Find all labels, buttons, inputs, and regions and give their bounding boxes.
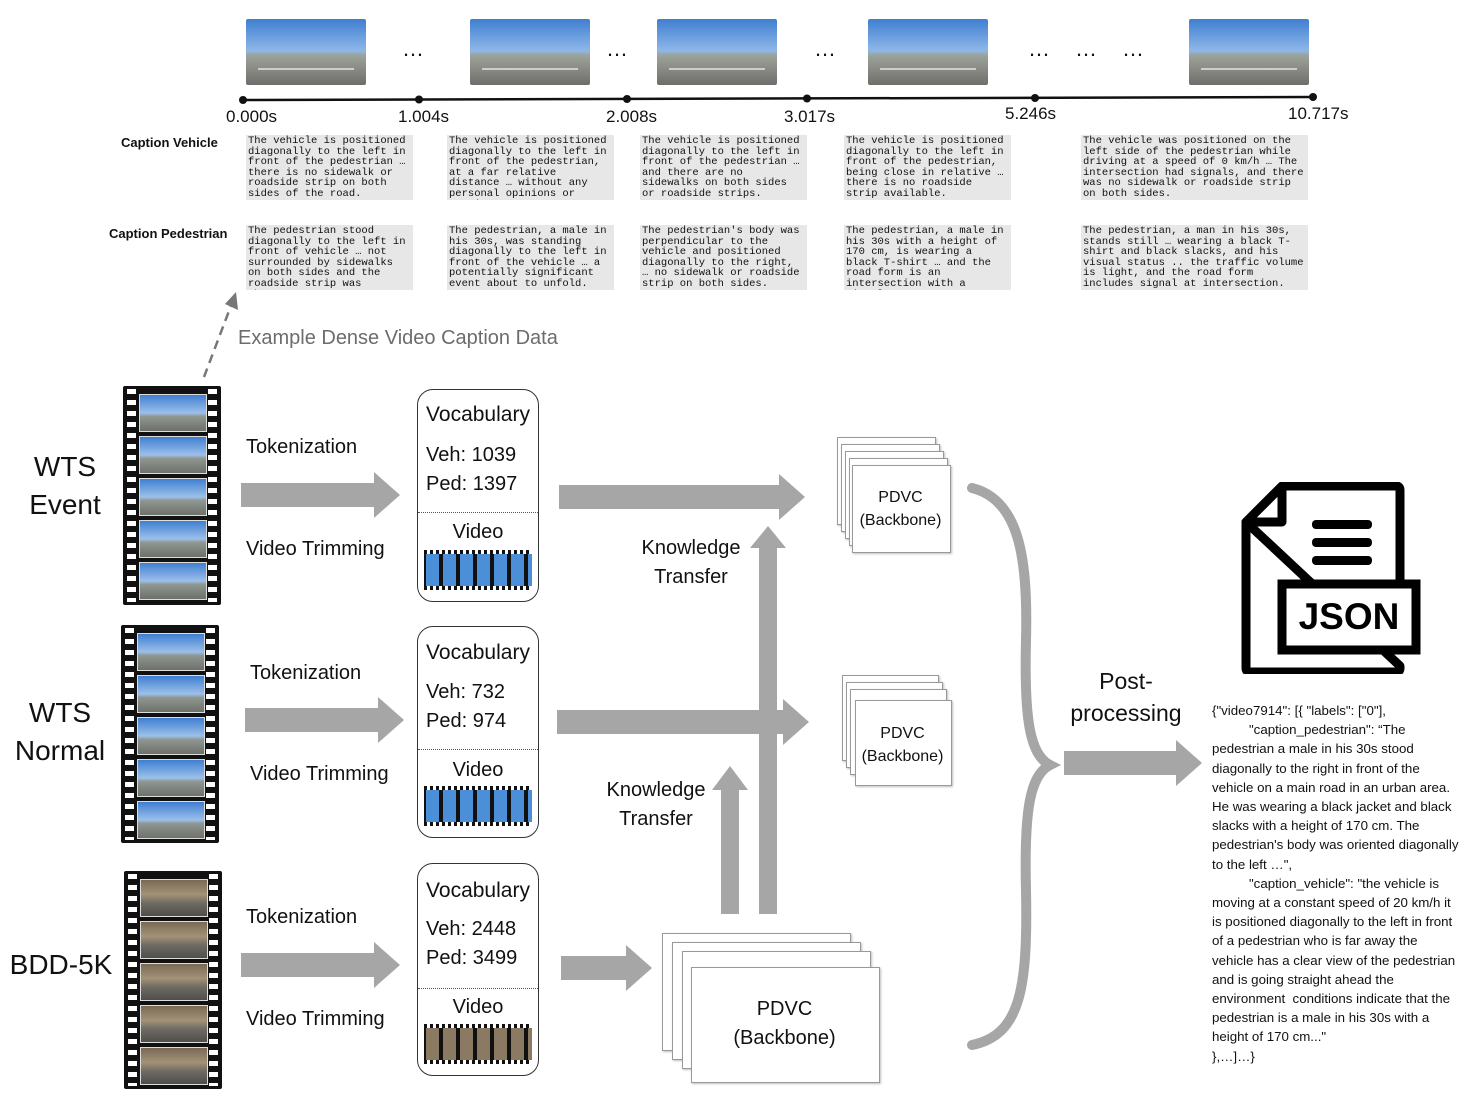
tokenization-label: Tokenization — [246, 906, 358, 928]
backbone-subtitle: (Backbone) — [859, 512, 942, 529]
video-trimming-label: Video Trimming — [250, 763, 389, 785]
tokenization-label: Tokenization — [250, 662, 362, 684]
video-title: Video — [452, 521, 504, 543]
vocabulary-title: Vocabulary — [426, 641, 530, 664]
tokenization-label: Tokenization — [246, 436, 358, 458]
video-filmstrip — [124, 871, 222, 1089]
caption-vehicle-label: Caption Vehicle — [121, 135, 218, 150]
timestamp-label: 5.246s — [1005, 104, 1057, 123]
ellipsis: … — [814, 36, 837, 61]
video-frame-thumbnail — [246, 19, 366, 85]
json-file-icon: JSON — [1241, 482, 1421, 674]
dataset-name-line: Normal — [14, 735, 106, 766]
example-caption-label: Example Dense Video Caption Data — [238, 327, 558, 349]
backbone-subtitle: (Backbone) — [861, 748, 944, 765]
caption-pedestrian-text: The pedestrian, a male in his 30s with a… — [844, 225, 1011, 290]
dataset-label: WTS Normal — [10, 694, 110, 770]
vocabulary-title: Vocabulary — [426, 879, 530, 902]
caption-vehicle-text: The vehicle is positioned diagonally to … — [844, 135, 1011, 200]
ellipsis: … — [1075, 36, 1098, 61]
vehicle-vocab-count: Veh: 732 — [426, 681, 505, 703]
vocabulary-title: Vocabulary — [426, 403, 530, 426]
timestamp-label: 0.000s — [226, 107, 278, 126]
video-filmstrip — [123, 386, 221, 605]
dataset-name-line: WTS — [33, 451, 97, 482]
video-trimming-label: Video Trimming — [246, 538, 385, 560]
caption-vehicle-text: The vehicle is positioned diagonally to … — [246, 135, 413, 200]
dashed-pointer-arrow — [202, 292, 238, 378]
post-processing-label: Post- processing — [1060, 665, 1192, 729]
caption-pedestrian-text: The pedestrian, a male in his 30s, was s… — [447, 225, 614, 290]
knowledge-transfer-line: Transfer — [654, 566, 728, 588]
backbone-name: PDVC — [880, 725, 925, 742]
caption-pedestrian-text: The pedestrian's body was perpendicular … — [640, 225, 807, 290]
video-strip — [424, 550, 532, 590]
video-title: Video — [452, 759, 504, 781]
timeline-axis — [239, 93, 1317, 104]
caption-pedestrian-text: The pedestrian stood diagonally to the l… — [246, 225, 413, 290]
pedestrian-vocab-count: Ped: 1397 — [426, 473, 518, 495]
caption-pedestrian-text: The pedestrian, a man in his 30s, stands… — [1081, 225, 1308, 290]
video-frame-thumbnail — [1189, 19, 1309, 85]
caption-pedestrian-label: Caption Pedestrian — [109, 226, 228, 241]
pdvc-backbone-label: PDVC (Backbone) — [855, 722, 950, 768]
timestamp-label: 10.717s — [1288, 104, 1349, 123]
knowledge-transfer-label: Knowledge Transfer — [631, 534, 751, 592]
caption-vehicle-text: The vehicle was positioned on the left s… — [1081, 135, 1308, 200]
ellipsis: … — [606, 36, 629, 61]
vehicle-vocab-count: Veh: 1039 — [426, 444, 517, 466]
timestamp-label: 1.004s — [398, 107, 450, 126]
video-trimming-label: Video Trimming — [246, 1008, 385, 1030]
vocabulary-box: Vocabulary Veh: 1039 Ped: 1397 Video — [417, 389, 539, 602]
ellipsis: … — [1122, 36, 1145, 61]
pedestrian-vocab-count: Ped: 974 — [426, 710, 507, 732]
timestamp-label: 3.017s — [784, 107, 836, 126]
video-frame-thumbnail — [470, 19, 590, 85]
knowledge-transfer-label: Knowledge Transfer — [596, 776, 716, 834]
post-processing-line: processing — [1070, 700, 1182, 726]
pdvc-backbone — [855, 700, 952, 786]
caption-vehicle-text: The vehicle is positioned diagonally to … — [447, 135, 614, 200]
vocabulary-box: Vocabulary Veh: 732 Ped: 974 Video — [417, 626, 539, 838]
pdvc-backbone — [691, 967, 880, 1083]
pdvc-backbone — [852, 465, 951, 553]
pdvc-backbone-label: PDVC (Backbone) — [852, 486, 949, 532]
knowledge-transfer-line: Knowledge — [641, 537, 741, 559]
dataset-name-line: BDD-5K — [9, 949, 113, 980]
json-output-text: {"video7914": [{ "labels": ["0"], "capti… — [1212, 703, 1459, 1064]
backbone-subtitle: (Backbone) — [733, 1027, 836, 1049]
video-frame-thumbnail — [868, 19, 988, 85]
pdvc-backbone-label: PDVC (Backbone) — [691, 995, 878, 1053]
ellipsis: … — [1028, 36, 1051, 61]
caption-vehicle-text: The vehicle is positioned diagonally to … — [640, 135, 807, 200]
dataset-name-line: WTS — [28, 697, 92, 728]
video-strip — [424, 786, 532, 826]
backbone-name: PDVC — [756, 998, 813, 1020]
video-strip — [424, 1024, 532, 1064]
backbone-name: PDVC — [878, 489, 923, 506]
knowledge-transfer-line: Knowledge — [606, 779, 706, 801]
json-icon-label: JSON — [1299, 596, 1400, 637]
video-title: Video — [452, 996, 504, 1018]
pedestrian-vocab-count: Ped: 3499 — [426, 947, 518, 969]
video-frame-thumbnail — [657, 19, 777, 85]
knowledge-transfer-line: Transfer — [619, 808, 693, 830]
dataset-label: BDD-5K — [6, 946, 116, 984]
vocabulary-box: Vocabulary Veh: 2448 Ped: 3499 Video — [417, 863, 539, 1076]
video-filmstrip — [121, 625, 219, 843]
dataset-name-line: Event — [29, 489, 101, 520]
timestamp-label: 2.008s — [606, 107, 658, 126]
vehicle-vocab-count: Veh: 2448 — [426, 918, 517, 940]
ellipsis: … — [402, 36, 425, 61]
dataset-label: WTS Event — [20, 448, 110, 524]
post-processing-line: Post- — [1099, 668, 1153, 694]
